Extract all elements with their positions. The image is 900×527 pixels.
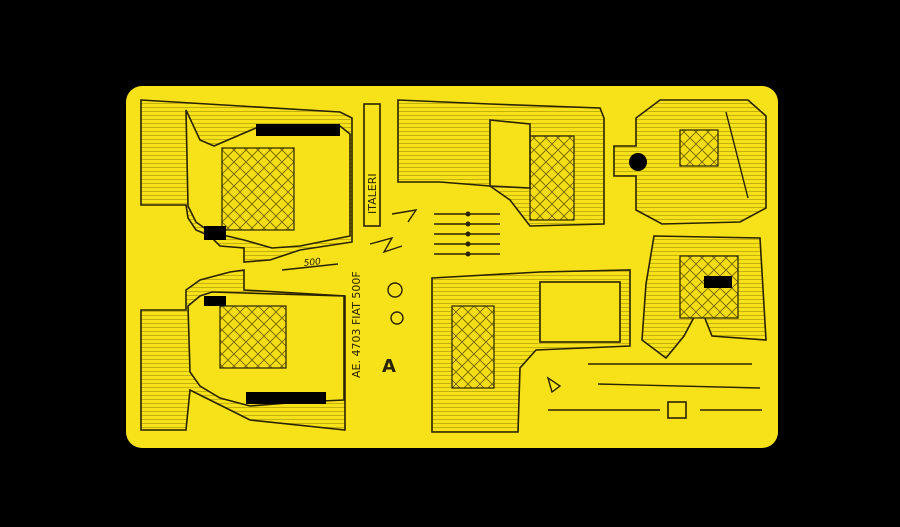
dash-panel-top-right: [613, 99, 767, 225]
floor-panel-top-center: [397, 99, 605, 227]
rod-set-bottom-right: [546, 363, 762, 419]
seat-panel-top-left: [140, 99, 353, 263]
zigzag-part: [369, 236, 403, 254]
letter-mark: A: [382, 356, 396, 377]
maker-strip: ITALERI: [363, 103, 381, 227]
logo-text: 500: [303, 257, 321, 269]
ring-parts: [387, 282, 404, 325]
rod-set-center: [434, 211, 500, 257]
seat-panel-bottom-left: [140, 269, 346, 431]
code-text: AE. 4703 FIAT 500F: [350, 271, 363, 378]
side-panel-right: [641, 235, 767, 360]
maker-text: ITALERI: [366, 173, 379, 214]
floor-panel-bottom-center: [431, 269, 631, 433]
small-bracket: [391, 209, 418, 223]
